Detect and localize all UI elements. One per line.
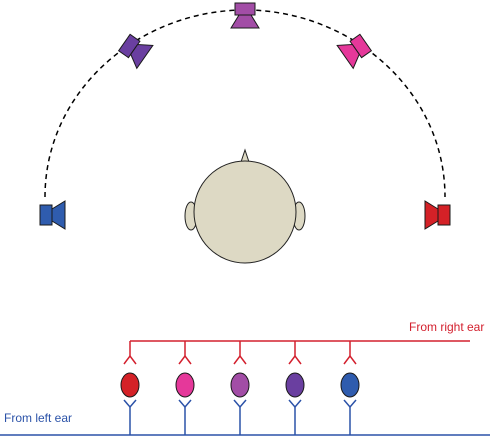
- from-right-ear-label: From right ear: [409, 320, 485, 334]
- speaker-left: [39, 200, 66, 230]
- from-left-ear-label: From left ear: [4, 411, 73, 425]
- coincidence-neuron-blue: [340, 341, 360, 435]
- neural-wiring: [0, 340, 490, 436]
- head-circle: [193, 160, 297, 264]
- coincidence-neuron-red: [120, 341, 140, 435]
- head: [184, 148, 306, 264]
- coincidence-neuron-purple: [230, 341, 250, 435]
- speaker-right: [424, 200, 451, 230]
- speaker-front-center: [230, 2, 260, 29]
- coincidence-neuron-violet: [285, 341, 305, 435]
- speakers: [39, 2, 451, 230]
- speaker-front-right: [336, 33, 373, 70]
- speaker-front-left: [117, 33, 154, 70]
- coincidence-neuron-pink: [175, 341, 195, 435]
